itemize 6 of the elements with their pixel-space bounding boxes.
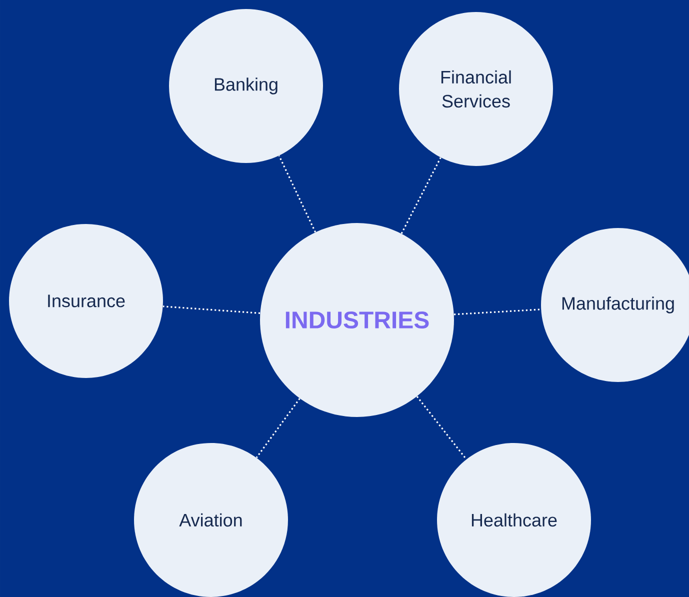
dotted-connector bbox=[454, 308, 541, 316]
dotted-connector bbox=[278, 155, 316, 233]
dotted-connector bbox=[256, 398, 300, 458]
dotted-connector bbox=[162, 306, 260, 314]
dotted-connector bbox=[416, 396, 467, 460]
dotted-connector bbox=[400, 157, 442, 234]
